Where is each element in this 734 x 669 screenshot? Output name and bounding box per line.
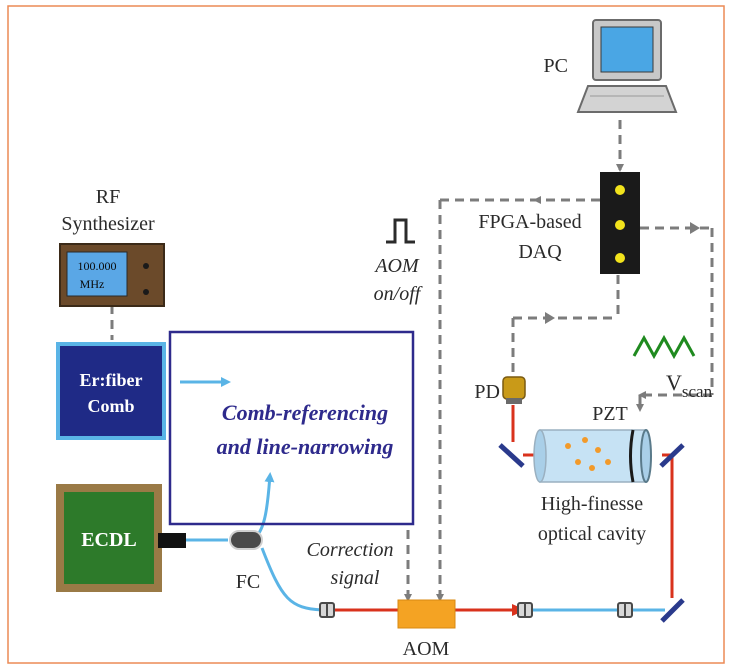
rf-label-line2: Synthesizer xyxy=(61,213,155,235)
aom-onoff-line2: on/off xyxy=(374,283,423,305)
signal-arrowheads xyxy=(545,222,700,324)
photodetector-icon xyxy=(502,376,526,404)
lens-icon xyxy=(617,602,633,618)
ecdl-label: ECDL xyxy=(81,529,137,551)
fpga-label-line2: DAQ xyxy=(518,241,562,263)
outer-frame xyxy=(7,5,725,664)
lens-icon xyxy=(319,602,335,618)
computer-icon xyxy=(576,19,678,113)
central-label-line1: Comb-referencing xyxy=(222,400,388,425)
aom-label: AOM xyxy=(403,638,450,660)
correction-line1: Correction xyxy=(306,539,393,561)
mirror-icon xyxy=(498,443,525,468)
mirror-icon xyxy=(660,598,685,623)
pzt-label: PZT xyxy=(592,403,628,425)
ecdl-box xyxy=(56,484,186,592)
particle-dot xyxy=(589,465,595,471)
vscan-main: V xyxy=(666,370,682,395)
fc-label: FC xyxy=(236,571,260,593)
vscan-label: Vscan xyxy=(666,370,713,401)
comb-box xyxy=(56,342,166,440)
knob-icon xyxy=(143,289,149,295)
central-label-line2: and line-narrowing xyxy=(217,434,394,459)
fpga-label-line1: FPGA-based xyxy=(478,211,581,233)
optical-cavity xyxy=(533,429,652,483)
fpga-indicator-dot xyxy=(615,220,625,230)
triangle-wave-icon xyxy=(632,334,696,360)
comb-referencing-box xyxy=(168,330,415,526)
comb-label-line2: Comb xyxy=(87,396,134,416)
fiber-coupler-icon xyxy=(229,530,263,550)
vscan-sub: scan xyxy=(682,382,713,401)
knob-icon xyxy=(143,263,149,269)
rf-display-freq: 100.000 xyxy=(78,259,117,273)
comb-label-line1: Er:fiber xyxy=(80,370,143,390)
pulse-icon xyxy=(386,218,415,244)
aom-box xyxy=(397,599,456,629)
rf-synthesizer-box xyxy=(59,243,165,307)
mirror-icon xyxy=(659,443,685,468)
fpga-daq-box xyxy=(600,172,640,274)
lens-icon xyxy=(517,602,533,618)
cavity-label-line1: High-finesse xyxy=(541,493,643,515)
particle-dot xyxy=(595,447,601,453)
cavity-label-line2: optical cavity xyxy=(538,523,646,545)
correction-line2: signal xyxy=(331,567,380,589)
particle-dot xyxy=(565,443,571,449)
pc-label: PC xyxy=(544,55,568,77)
aom-onoff-line1: AOM xyxy=(373,255,420,277)
particle-dot xyxy=(605,459,611,465)
pd-label: PD xyxy=(474,381,500,403)
particle-dot xyxy=(582,437,588,443)
rf-label-line1: RF xyxy=(96,186,120,208)
signal-lines xyxy=(110,120,714,602)
fpga-indicator-dot xyxy=(615,253,625,263)
rf-display-unit: MHz xyxy=(80,277,105,291)
particle-dot xyxy=(575,459,581,465)
fpga-indicator-dot xyxy=(615,185,625,195)
